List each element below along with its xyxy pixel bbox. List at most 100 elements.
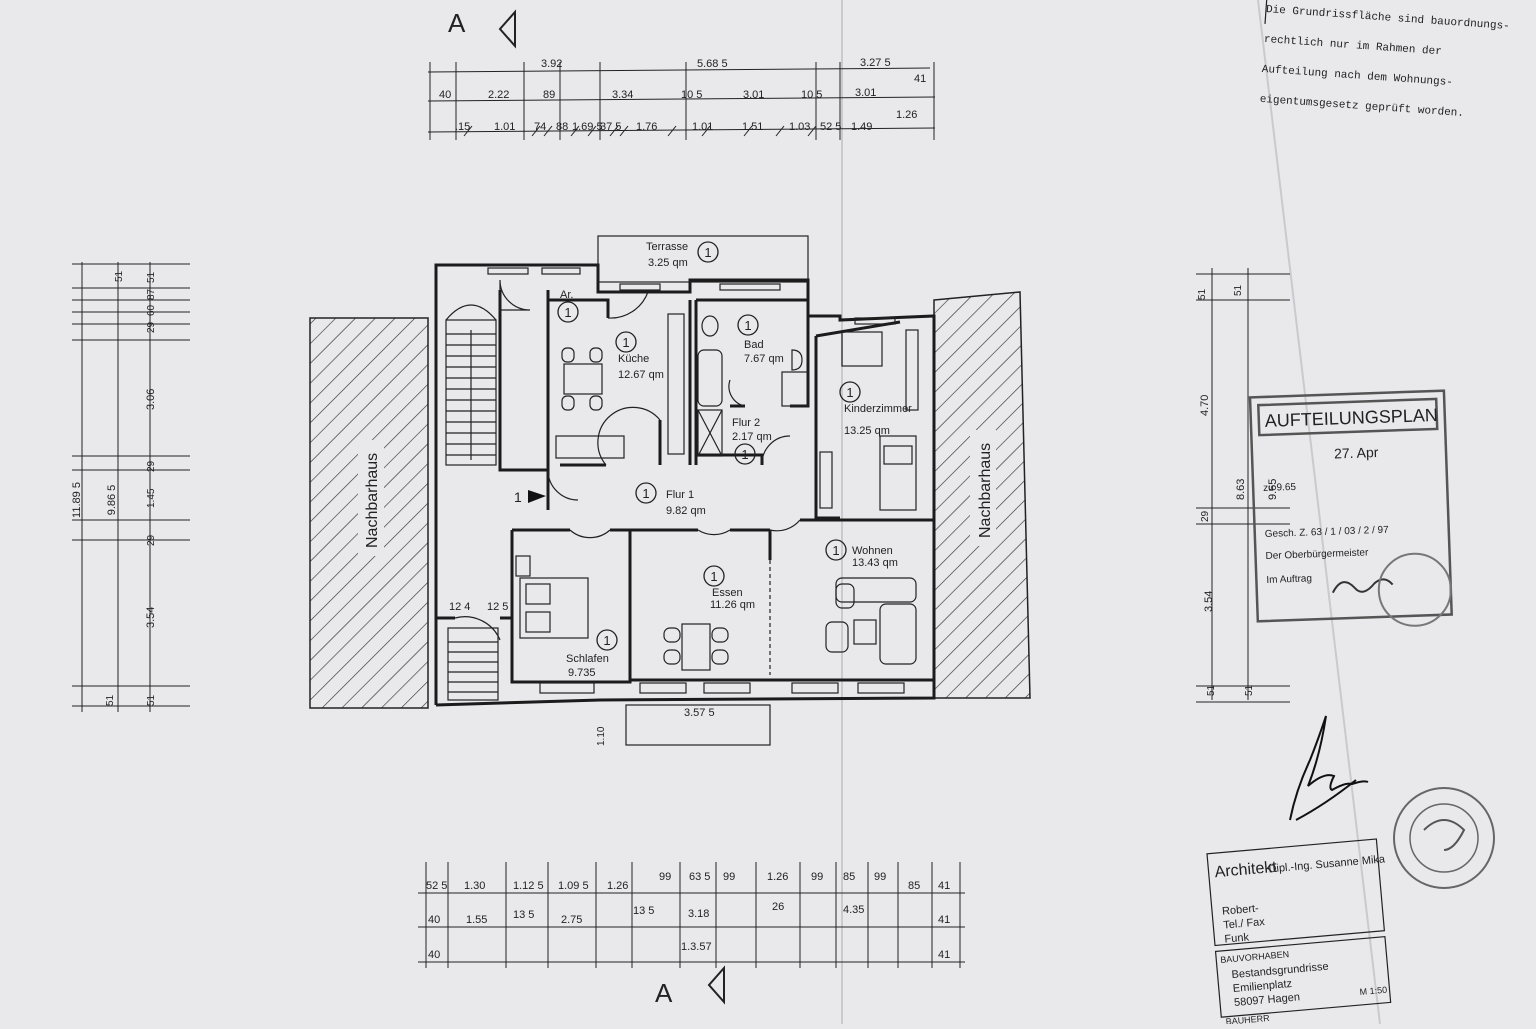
svg-text:1.51: 1.51 <box>742 121 763 133</box>
room-area: 7.67 qm <box>744 353 784 365</box>
title-block: Architekt Dipl.-Ing. Susanne Mika Robert… <box>1206 838 1392 1027</box>
room-area: 3.25 qm <box>648 257 688 269</box>
svg-text:51: 51 <box>105 694 116 706</box>
unit-number-circle-icon <box>557 301 579 323</box>
unit-number-circle-icon <box>703 565 725 587</box>
svg-text:3.34: 3.34 <box>612 89 633 101</box>
svg-text:1.01: 1.01 <box>692 121 713 133</box>
svg-text:3.92: 3.92 <box>541 58 562 70</box>
room-name: Bad <box>744 339 764 351</box>
svg-text:58097 Hagen: 58097 Hagen <box>1234 991 1301 1009</box>
svg-text:37 5: 37 5 <box>600 121 621 133</box>
room-name: Küche <box>618 353 649 365</box>
svg-text:41: 41 <box>938 914 950 926</box>
architect-signature <box>1289 715 1369 821</box>
architect-seal <box>1393 787 1495 889</box>
svg-text:Der Oberbürgermeister: Der Oberbürgermeister <box>1265 547 1369 562</box>
svg-text:99: 99 <box>659 871 671 883</box>
svg-text:1.26: 1.26 <box>767 871 788 883</box>
entry-arrow-icon <box>528 490 546 503</box>
svg-text:2.22: 2.22 <box>488 89 509 101</box>
svg-text:1.26: 1.26 <box>607 880 628 892</box>
unit-number-circle-icon <box>737 314 759 336</box>
svg-text:BAUVORHABEN: BAUVORHABEN <box>1220 949 1290 965</box>
svg-text:.15: .15 <box>455 121 470 133</box>
unit-number: 1 <box>846 385 853 400</box>
svg-text:3.54: 3.54 <box>1203 591 1215 612</box>
entry-label: 1 <box>514 489 522 505</box>
unit-number: 1 <box>741 447 748 462</box>
room-area: 13.25 qm <box>844 425 890 437</box>
dim-tick <box>587 125 597 137</box>
svg-text:3.18: 3.18 <box>688 908 709 920</box>
paper-fold-line-right <box>1257 0 1381 1025</box>
svg-text:27. Apr: 27. Apr <box>1334 444 1379 462</box>
svg-text:51: 51 <box>1206 684 1217 696</box>
svg-text:3.27 5: 3.27 5 <box>860 57 891 69</box>
neighbor-left-label: Nachbarhaus <box>364 453 381 548</box>
svg-text:52 5: 52 5 <box>820 121 841 133</box>
unit-number: 1 <box>710 569 717 584</box>
room-name: Terrasse <box>646 241 688 253</box>
svg-text:3.54: 3.54 <box>145 607 157 628</box>
svg-text:52 5: 52 5 <box>426 880 447 892</box>
svg-text:1.3.57: 1.3.57 <box>681 941 712 953</box>
section-marker-bottom: A <box>655 978 673 1008</box>
svg-text:1.49: 1.49 <box>851 121 872 133</box>
neighbor-house-right: Nachbarhaus <box>933 291 1031 699</box>
bottom-dimension-chains: 52 5 1.30 1.12 5 1.09 5 1.26 99 63 5 99 … <box>418 862 965 968</box>
room-area: 2.17 qm <box>732 431 772 443</box>
unit-number-circle-icon <box>734 443 756 465</box>
window-sills <box>487 267 905 694</box>
svg-text:3.01: 3.01 <box>855 87 876 99</box>
balcony <box>625 704 771 746</box>
svg-text:1.76: 1.76 <box>636 121 657 133</box>
svg-text:88: 88 <box>556 121 568 133</box>
svg-text:5.68 5: 5.68 5 <box>697 58 728 70</box>
dim-tick <box>701 125 711 137</box>
staircase <box>445 304 499 701</box>
unit-number-circle-icon <box>697 241 719 263</box>
right-dimension-chains: 51 51 4.70 8.63 9.65 29 3.54 51 51 <box>1196 268 1290 703</box>
svg-text:BAUHERR: BAUHERR <box>1225 1013 1270 1024</box>
dim-tick <box>570 125 580 137</box>
dim-tick <box>619 125 629 137</box>
svg-text:3.01: 3.01 <box>743 89 764 101</box>
room-name: Flur 1 <box>666 489 694 501</box>
dim-tick <box>609 125 619 137</box>
room-name: Schlafen <box>566 653 609 665</box>
svg-text:51: 51 <box>146 694 157 706</box>
svg-text:99: 99 <box>723 871 735 883</box>
dim-tick <box>463 125 473 137</box>
svg-text:Robert-: Robert- <box>1222 903 1260 918</box>
svg-text:51: 51 <box>1244 684 1255 696</box>
svg-text:85: 85 <box>843 871 855 883</box>
svg-text:40: 40 <box>428 914 440 926</box>
svg-text:Gesch. Z. 63 / 1 / 03 / 2 / 97: Gesch. Z. 63 / 1 / 03 / 2 / 97 <box>1265 525 1390 540</box>
room-area: 12.67 qm <box>618 369 664 381</box>
svg-text:1.09 5: 1.09 5 <box>558 880 589 892</box>
room-name: Essen <box>712 587 743 599</box>
room-area: 11.26 qm <box>710 599 755 611</box>
svg-text:9.65: 9.65 <box>1267 479 1279 500</box>
svg-text:10 5: 10 5 <box>681 89 702 101</box>
svg-text:3.06: 3.06 <box>145 389 157 410</box>
stair-dim-left: 12 4 <box>449 601 470 613</box>
svg-text:M 1:50: M 1:50 <box>1359 985 1387 997</box>
svg-text:51: 51 <box>1197 288 1208 300</box>
svg-text:40: 40 <box>428 949 440 961</box>
unit-number-circle-icon <box>596 629 618 651</box>
svg-text:99: 99 <box>874 871 886 883</box>
neighbor-house-left: Nachbarhaus <box>309 317 429 709</box>
unit-number: 1 <box>642 486 649 501</box>
svg-text:29: 29 <box>146 321 157 333</box>
architect-name: Dipl.-Ing. Susanne Mika <box>1268 853 1386 875</box>
svg-text:rechtlich nur im Rahmen der: rechtlich nur im Rahmen der <box>1263 34 1442 58</box>
svg-text:10 5: 10 5 <box>801 89 822 101</box>
svg-text:51: 51 <box>1233 284 1244 296</box>
